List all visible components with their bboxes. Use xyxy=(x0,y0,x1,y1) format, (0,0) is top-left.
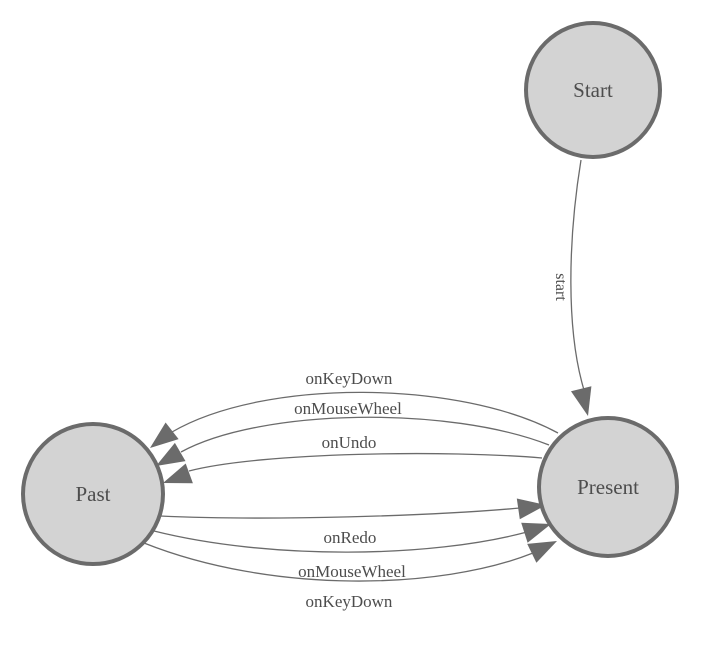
arrowhead-present-to-past-onkeydown xyxy=(150,422,179,448)
edge-past-to-present-onkeydown: onKeyDown xyxy=(143,541,557,611)
state-node-past[interactable]: Past xyxy=(21,422,165,566)
state-circle-present[interactable] xyxy=(537,416,679,558)
state-circle-past[interactable] xyxy=(21,422,165,566)
edge-present-to-past-onundo: onUndo xyxy=(163,433,543,484)
state-circle-start[interactable] xyxy=(524,21,662,159)
state-label-present: Present xyxy=(577,475,639,499)
edge-path-onmousewheel-top xyxy=(180,416,550,453)
edge-start-to-present: start xyxy=(552,159,592,416)
arrowhead-past-to-present-onredo xyxy=(516,498,546,520)
arrowhead-start-to-present xyxy=(571,386,592,416)
transition-label-onredo: onRedo xyxy=(324,528,377,547)
arrowhead-past-to-present-onkeydown xyxy=(527,541,557,563)
transition-label-onkeydown-top: onKeyDown xyxy=(306,369,393,388)
edge-past-to-present-onredo: onRedo xyxy=(159,498,546,547)
transition-label-onkeydown-bottom: onKeyDown xyxy=(306,592,393,611)
state-label-start: Start xyxy=(573,78,613,102)
edge-path-onmousewheel-bottom xyxy=(153,530,528,553)
state-node-start[interactable]: Start xyxy=(524,21,662,159)
arrowhead-present-to-past-onmousewheel xyxy=(156,442,186,466)
transition-label-onundo: onUndo xyxy=(322,433,377,452)
edge-path-onundo xyxy=(188,452,543,472)
edge-present-to-past-onkeydown: onKeyDown xyxy=(150,369,559,448)
edge-past-to-present-onmousewheel: onMouseWheel xyxy=(153,522,551,581)
edge-path-onkeydown-top xyxy=(171,391,559,434)
edge-path-onkeydown-bottom xyxy=(143,542,534,582)
edge-path-onredo xyxy=(159,507,521,519)
transition-label-onmousewheel-bottom: onMouseWheel xyxy=(298,562,406,581)
transition-label-onmousewheel-top: onMouseWheel xyxy=(294,399,402,418)
transition-label-start: start xyxy=(552,273,569,301)
arrowhead-present-to-past-onundo xyxy=(163,463,193,484)
state-label-past: Past xyxy=(75,482,110,506)
edge-present-to-past-onmousewheel: onMouseWheel xyxy=(156,399,550,466)
arrowhead-past-to-present-onmousewheel xyxy=(521,522,551,543)
edge-path-start xyxy=(570,159,585,391)
state-node-present[interactable]: Present xyxy=(537,416,679,558)
